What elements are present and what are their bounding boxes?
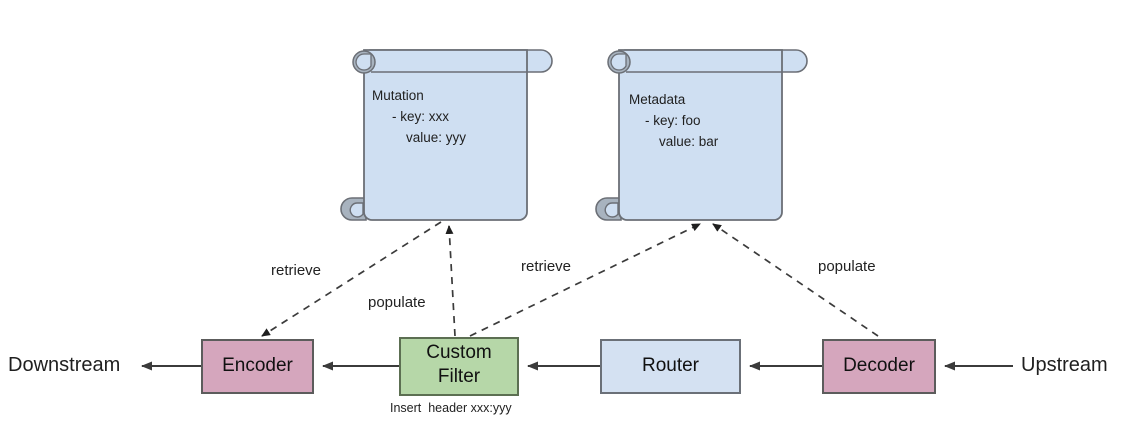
node-label-custom-filter-line1: Custom: [426, 342, 492, 363]
node-label-decoder: Decoder: [843, 355, 915, 376]
edge-populate-left: [445, 225, 456, 337]
edge-label-retrieve-right: retrieve: [521, 258, 572, 275]
box-decoder: [822, 339, 936, 394]
box-custom-filter: [399, 337, 519, 396]
edge-label-populate-right: populate: [818, 258, 876, 275]
document-mutation-key: - key: xxx: [392, 109, 450, 124]
document-mutation-title: Mutation: [372, 88, 424, 103]
caption-insert-header: Insert header xxx:yyy: [390, 401, 512, 415]
document-metadata-title: Metadata: [629, 92, 686, 107]
node-label-encoder: Encoder: [222, 355, 293, 376]
document-metadata-key: - key: foo: [645, 113, 701, 128]
process-boxes: [201, 337, 936, 396]
node-label-custom-filter-line2: Filter: [437, 366, 481, 387]
node-label-router: Router: [641, 355, 700, 376]
edge-label-retrieve-left: retrieve: [271, 262, 322, 279]
edge-label-populate-left: populate: [368, 294, 426, 311]
document-metadata: [595, 49, 808, 221]
edge-populate-right: [712, 223, 879, 337]
document-mutation: [340, 49, 553, 221]
document-metadata-value: value: bar: [659, 134, 719, 149]
io-label-upstream: Upstream: [1021, 354, 1108, 376]
io-label-downstream: Downstream: [8, 354, 121, 376]
dashed-edges: Mutation --> Metadata --> Metadata -->: [261, 221, 879, 337]
document-mutation-value: value: yyy: [406, 130, 467, 145]
edge-retrieve-left: [261, 221, 442, 337]
box-router: [600, 339, 741, 394]
edge-retrieve-right: [469, 223, 701, 337]
box-encoder: [201, 339, 314, 394]
